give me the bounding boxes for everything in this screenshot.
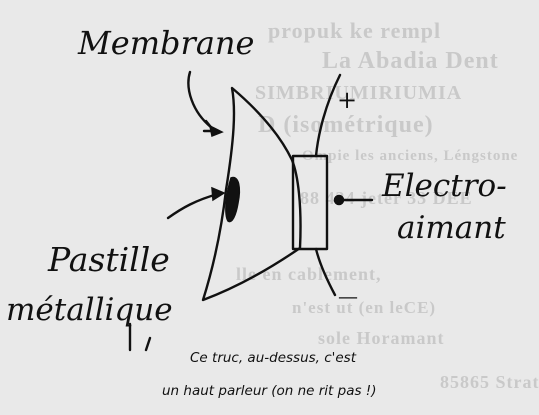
electromagnet-label-line2: aimant	[397, 210, 506, 246]
pastille-pointer	[166, 192, 220, 220]
pastille-label-line1: Pastille	[48, 240, 170, 279]
membrane-outline	[201, 86, 302, 302]
membrane-label: Membrane	[78, 24, 255, 62]
electromagnet-label-line1: Electro-	[382, 168, 507, 204]
background-text-line: La Abadia Dent	[322, 48, 499, 74]
background-text-line: 85865 Strat	[440, 372, 539, 392]
background-text-line: Ompie les anciens, Léngstone	[302, 148, 519, 164]
pastille-label-line2: métallique	[6, 292, 173, 328]
caption-line2: un haut parleur (on ne rit pas !)	[162, 383, 377, 399]
caption-line1: Ce truc, au-dessus, c'est	[190, 350, 357, 366]
background-text-line: n'est ut (en leCE)	[292, 298, 437, 317]
positive-wire	[314, 73, 342, 158]
membrane-pointer	[187, 70, 214, 130]
background-text-line: propuk ke rempl	[268, 18, 442, 43]
metal-pad	[225, 176, 241, 223]
negative-wire	[314, 247, 337, 297]
plus-sign: +	[337, 86, 358, 114]
background-text-line: SIMBRIUMIRIUMIA	[255, 82, 463, 104]
background-text-line: D (isométrique)	[258, 112, 434, 138]
background-text-line: sole Horamant	[318, 328, 445, 348]
minus-sign: —	[338, 284, 358, 308]
electromagnet-box	[291, 154, 329, 251]
background-text-line: lle en cablement,	[236, 264, 382, 284]
